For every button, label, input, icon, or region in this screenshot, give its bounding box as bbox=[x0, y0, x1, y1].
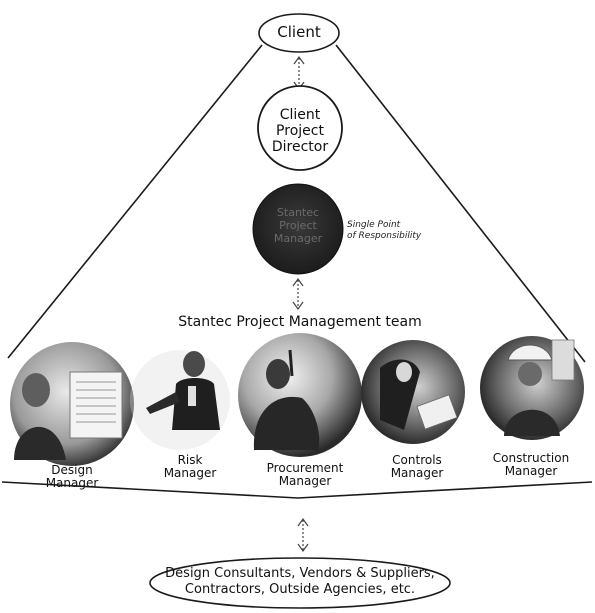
triangle-left-edge bbox=[7, 44, 263, 359]
team-member-design-photo bbox=[10, 342, 134, 466]
team-member-procurement-photo bbox=[238, 333, 362, 457]
single-point-note: Single Point of Responsibility bbox=[347, 220, 422, 241]
role-label-procurement: Procurement Manager bbox=[266, 461, 344, 488]
arrow-pm-team bbox=[292, 277, 304, 311]
stakeholders-label: Design Consultants, Vendors & Suppliers,… bbox=[165, 566, 435, 597]
team-bracket-line bbox=[1, 481, 593, 499]
client-label: Client bbox=[277, 23, 321, 41]
team-title: Stantec Project Management team bbox=[178, 314, 422, 330]
team-member-construction-photo bbox=[480, 336, 584, 440]
role-label-risk: Risk Manager bbox=[163, 453, 217, 480]
client-project-director-node bbox=[257, 85, 343, 171]
stantec-project-manager-label: Stantec Project Manager bbox=[273, 206, 323, 245]
team-member-risk-photo bbox=[130, 350, 230, 450]
role-label-design: Design Manager bbox=[45, 463, 99, 490]
client-project-director-label: Client Project Director bbox=[271, 107, 329, 155]
client-node bbox=[258, 13, 340, 53]
triangle-right-edge bbox=[335, 44, 586, 363]
team-member-controls-photo bbox=[361, 340, 465, 444]
role-label-construction: Construction Manager bbox=[492, 451, 570, 478]
stantec-project-manager-node bbox=[252, 183, 344, 275]
stakeholders-node bbox=[149, 557, 451, 609]
role-label-controls: Controls Manager bbox=[390, 453, 444, 480]
arrow-team-stakeholders bbox=[297, 517, 309, 553]
arrow-client-director bbox=[293, 55, 305, 91]
